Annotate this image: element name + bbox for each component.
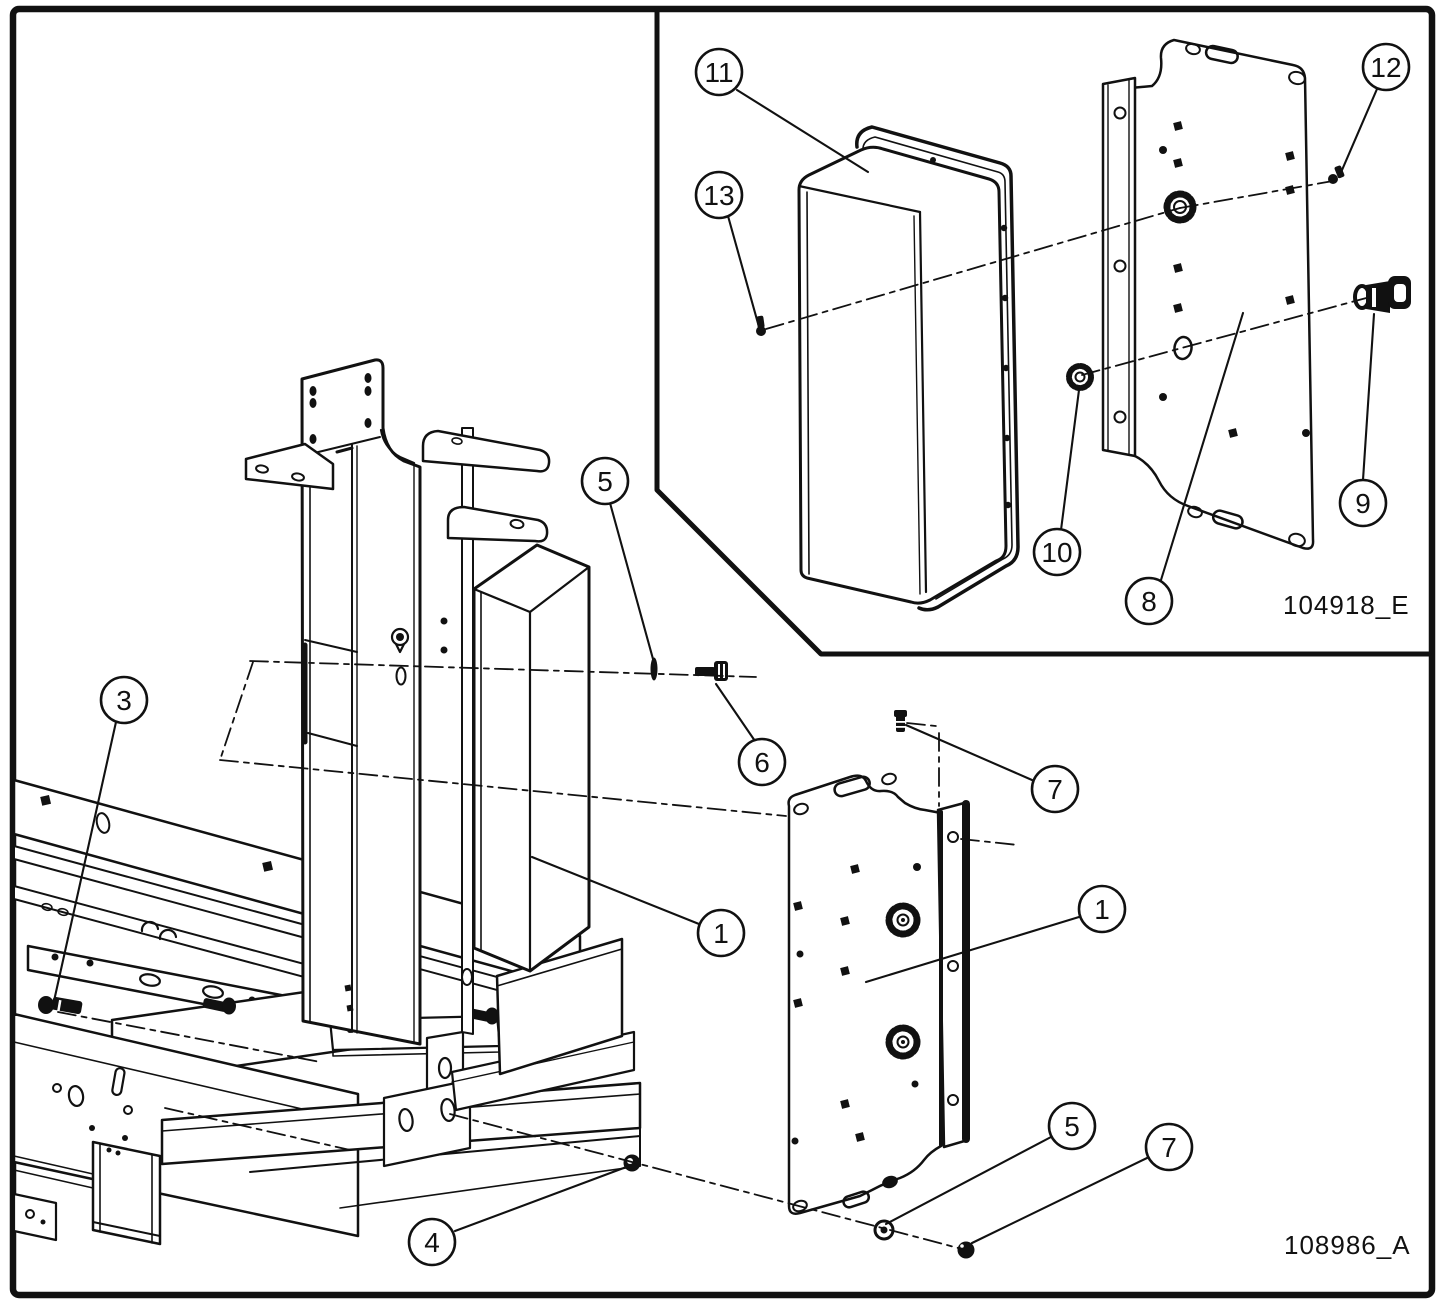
page-border (9, 5, 1436, 1299)
callout-number: 10 (1041, 537, 1072, 568)
leader-line (735, 88, 870, 174)
callout-1a: 1 (696, 908, 746, 958)
callout-number: 12 (1370, 52, 1401, 83)
inset-drawing-number: 104918_E (1283, 590, 1410, 620)
callout-number: 1 (1094, 894, 1110, 925)
callout-number: 4 (424, 1227, 440, 1258)
callout-7a: 7 (1030, 764, 1080, 814)
leader-line (1337, 87, 1379, 179)
support-tray (450, 937, 636, 1112)
center-line (906, 722, 937, 727)
corner-bracket (12, 1192, 58, 1242)
leader-line (608, 501, 655, 661)
wing-tab (244, 442, 335, 491)
callout-10: 10 (1032, 527, 1082, 577)
column-top-holes (309, 373, 372, 454)
screw-7 (894, 710, 907, 732)
callout-9: 9 (1338, 478, 1388, 528)
callout-6: 6 (737, 737, 787, 787)
column-flange (461, 427, 474, 1035)
leader-line (1361, 312, 1376, 482)
plate-holes-main (791, 772, 921, 1213)
keyhole (390, 627, 410, 654)
leader-line (1159, 311, 1245, 582)
carriage-bolt (202, 997, 236, 1015)
callout-3: 3 (99, 675, 149, 725)
callout-number: 13 (703, 180, 734, 211)
washer-5a (650, 657, 658, 681)
inset-panel-divider (654, 6, 1432, 657)
plate-locknut-boss (885, 1024, 921, 1060)
enclosure-cover-part (797, 145, 1012, 605)
leader-line (726, 214, 761, 329)
column-bracket-part (300, 358, 448, 1046)
callout-number: 6 (754, 747, 770, 778)
center-line (249, 660, 757, 678)
callout-11: 11 (694, 47, 744, 97)
cover-flange-rim (855, 125, 1020, 612)
leader-line (904, 723, 1034, 782)
callout-number: 1 (713, 918, 729, 949)
leader-line (52, 720, 118, 1003)
edge-channel-inset (1101, 76, 1137, 458)
mounting-plate-part-inset (1101, 38, 1315, 550)
callout-8: 8 (1124, 576, 1174, 626)
frame-foot (91, 1140, 162, 1246)
callout-number: 5 (597, 466, 613, 497)
plate-locknut-boss (885, 902, 921, 938)
leader-line (864, 915, 1081, 984)
callout-number: 7 (1161, 1132, 1177, 1163)
nut-4 (623, 1154, 641, 1172)
leader-line (884, 1135, 1053, 1226)
leader-line (453, 1164, 631, 1233)
center-line (164, 1107, 351, 1151)
strain-relief-fitting-part (1353, 276, 1411, 313)
callout-12: 12 (1361, 42, 1411, 92)
main-drawing-number: 108986_A (1284, 1230, 1411, 1260)
center-line (765, 207, 1181, 330)
callout-13: 13 (694, 170, 744, 220)
inset-view: 11 13 12 9 10 8 104918_E (694, 38, 1411, 626)
mounting-ear-lower (446, 505, 549, 543)
callout-number: 7 (1047, 774, 1063, 805)
center-line (219, 759, 787, 817)
callout-7b: 7 (1144, 1122, 1194, 1172)
screw-6 (695, 661, 728, 681)
callout-number: 5 (1064, 1111, 1080, 1142)
mounting-plate-part-main (787, 772, 970, 1215)
callout-5b: 5 (1047, 1101, 1097, 1151)
center-line (1179, 180, 1334, 209)
callout-4: 4 (407, 1217, 457, 1267)
callout-number: 3 (116, 685, 132, 716)
center-line (449, 1113, 963, 1250)
center-line (1081, 296, 1371, 376)
callout-number: 8 (1141, 586, 1157, 617)
enclosure-box-part (472, 543, 591, 973)
center-line (960, 838, 1019, 846)
nut-7b (957, 1241, 975, 1259)
center-line (219, 661, 254, 761)
mounting-ear-upper (421, 429, 551, 473)
leader-line (714, 682, 757, 743)
rim-rivet-dots (930, 157, 1012, 509)
leader-line (1059, 388, 1081, 532)
callout-number: 9 (1355, 488, 1371, 519)
leader-line (970, 1156, 1149, 1245)
leader-line (530, 855, 701, 926)
plate-holes-inset (1159, 42, 1310, 548)
base-angle-bracket (382, 1078, 472, 1168)
callout-5a: 5 (580, 456, 630, 506)
center-line (57, 1011, 321, 1063)
callout-number: 11 (704, 57, 733, 88)
edge-channel-main (936, 800, 970, 1149)
callout-1b: 1 (1077, 884, 1127, 934)
main-view: 5 6 3 1 7 1 4 5 (12, 358, 1411, 1267)
locknut-part (1066, 363, 1094, 391)
bolt-3 (38, 996, 83, 1015)
plate-locknut-boss (1163, 190, 1197, 224)
